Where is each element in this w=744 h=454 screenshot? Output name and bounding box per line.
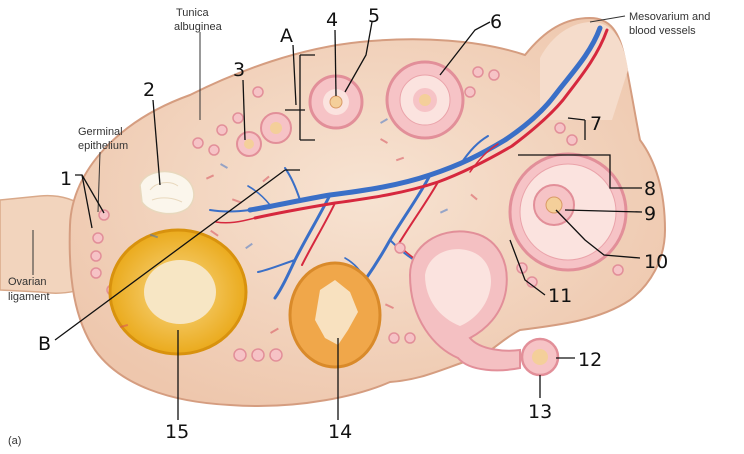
hand-label-8: 8 bbox=[644, 178, 656, 200]
late-secondary-follicle bbox=[387, 62, 463, 138]
hand-label-9: 9 bbox=[644, 203, 656, 225]
hand-label-5: 5 bbox=[368, 5, 380, 27]
hand-label-7: 7 bbox=[590, 113, 602, 135]
hand-label-12: 12 bbox=[578, 349, 602, 371]
hand-label-6: 6 bbox=[490, 11, 502, 33]
vesicular-follicle bbox=[510, 154, 626, 270]
hand-label-13: 13 bbox=[528, 401, 552, 423]
hand-label-B: B bbox=[38, 333, 51, 355]
hand-label-1: 1 bbox=[60, 168, 72, 190]
corpus-albicans bbox=[290, 263, 380, 367]
hand-label-4: 4 bbox=[326, 9, 338, 31]
label-mesovarium-line1: Mesovarium and bbox=[629, 11, 710, 23]
hand-label-2: 2 bbox=[143, 79, 155, 101]
corpus-albicans-small bbox=[140, 172, 194, 214]
hand-label-11: 11 bbox=[548, 285, 572, 307]
label-germinal-epithelium-line2: epithelium bbox=[78, 140, 128, 152]
hand-label-3: 3 bbox=[233, 59, 245, 81]
label-tunica-albuginea-line2: albuginea bbox=[174, 21, 223, 33]
hand-label-14: 14 bbox=[328, 421, 352, 443]
label-ovarian-ligament-line2: ligament bbox=[8, 291, 50, 303]
label-germinal-epithelium-line1: Germinal bbox=[78, 126, 123, 138]
ovulated-oocyte bbox=[522, 339, 558, 375]
label-tunica-albuginea-line1: Tunica bbox=[176, 7, 209, 19]
hand-label-A: A bbox=[280, 25, 293, 47]
label-ovarian-ligament-line1: Ovarian bbox=[8, 276, 47, 288]
label-mesovarium-line2: blood vessels bbox=[629, 25, 696, 37]
hand-label-15: 15 bbox=[165, 421, 189, 443]
hand-label-10: 10 bbox=[644, 251, 668, 273]
panel-letter: (a) bbox=[8, 435, 21, 447]
